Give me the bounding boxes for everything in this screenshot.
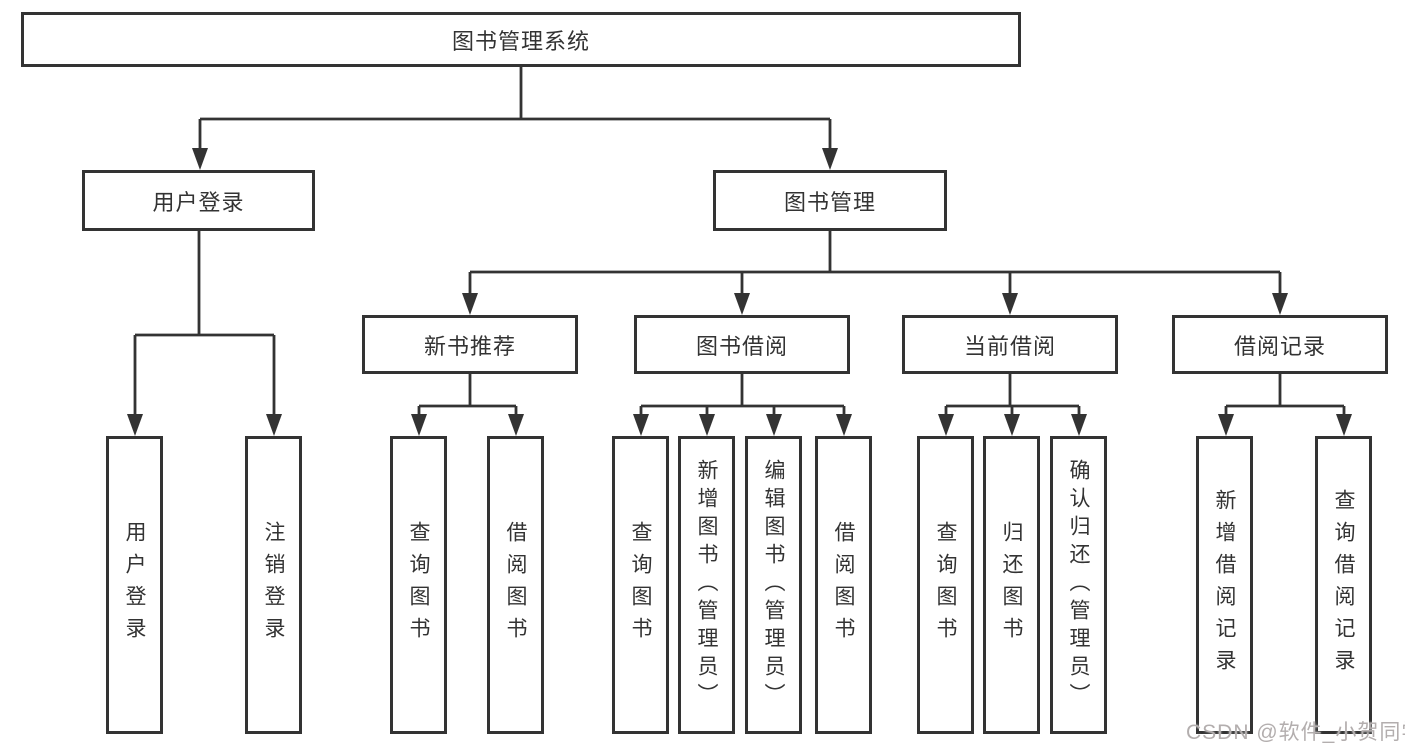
leaf-label: 借阅图书 (504, 521, 527, 649)
node-book-borrow: 图书借阅 (634, 315, 850, 374)
arrowhead-icon (1071, 414, 1087, 436)
leaf-label: 确认归还（管理员） (1067, 459, 1090, 711)
leaf-add-book-admin: 新增图书（管理员） (678, 436, 735, 734)
leaf-edit-book-admin: 编辑图书（管理员） (745, 436, 802, 734)
arrowhead-icon (699, 414, 715, 436)
leaf-label: 注销登录 (262, 521, 285, 649)
node-current-borrow: 当前借阅 (902, 315, 1118, 374)
tree-edges (133, 67, 1346, 416)
arrowhead-icon (938, 414, 954, 436)
leaf-logout: 注销登录 (245, 436, 302, 734)
leaf-query-books-recommend: 查询图书 (390, 436, 447, 734)
arrowhead-icon (508, 414, 524, 436)
node-borrow-records: 借阅记录 (1172, 315, 1388, 374)
leaf-label: 新增图书（管理员） (695, 459, 718, 711)
leaf-label: 查询图书 (407, 521, 430, 649)
leaf-return-book: 归还图书 (983, 436, 1040, 734)
arrowhead-icon (822, 148, 838, 170)
arrowhead-icon (462, 293, 478, 315)
arrowhead-icon (766, 414, 782, 436)
leaf-label: 查询借阅记录 (1332, 489, 1355, 681)
csdn-watermark: CSDN @软件_小贺同学 (1186, 721, 1405, 744)
arrowhead-icon (1004, 414, 1020, 436)
arrowhead-icon (633, 414, 649, 436)
leaf-label: 编辑图书（管理员） (762, 459, 785, 711)
arrowhead-icon (734, 293, 750, 315)
arrowhead-icon (836, 414, 852, 436)
leaf-label: 查询图书 (934, 521, 957, 649)
leaf-add-borrow-record: 新增借阅记录 (1196, 436, 1253, 734)
leaf-query-borrow-record: 查询借阅记录 (1315, 436, 1372, 734)
node-root-library-system: 图书管理系统 (21, 12, 1021, 67)
arrowhead-icon (1336, 414, 1352, 436)
node-new-book-recommend: 新书推荐 (362, 315, 578, 374)
arrowhead-icon (127, 414, 143, 436)
leaf-confirm-return-admin: 确认归还（管理员） (1050, 436, 1107, 734)
leaf-user-login: 用户登录 (106, 436, 163, 734)
node-user-login: 用户登录 (82, 170, 315, 231)
arrowhead-icon (411, 414, 427, 436)
leaf-label: 新增借阅记录 (1213, 489, 1236, 681)
arrowhead-icon (1002, 293, 1018, 315)
leaf-query-books-current: 查询图书 (917, 436, 974, 734)
arrowhead-icon (1218, 414, 1234, 436)
leaf-label: 用户登录 (123, 521, 146, 649)
leaf-label: 归还图书 (1000, 521, 1023, 649)
arrowhead-icon (1272, 293, 1288, 315)
leaf-label: 查询图书 (629, 521, 652, 649)
arrowhead-icon (192, 148, 208, 170)
arrowheads (127, 148, 1352, 436)
arrowhead-icon (266, 414, 282, 436)
leaf-query-books-borrow: 查询图书 (612, 436, 669, 734)
node-book-management: 图书管理 (713, 170, 947, 231)
leaf-borrow-books: 借阅图书 (815, 436, 872, 734)
leaf-label: 借阅图书 (832, 521, 855, 649)
leaf-borrow-books-recommend: 借阅图书 (487, 436, 544, 734)
